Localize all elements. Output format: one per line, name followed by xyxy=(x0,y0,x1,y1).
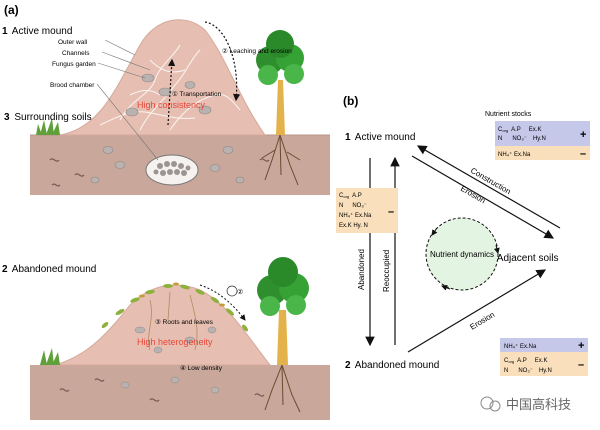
fungus-gardens xyxy=(90,73,245,184)
brood-chamber-label: Brood chamber xyxy=(50,82,95,89)
leaf-litter xyxy=(101,284,248,332)
grass-left xyxy=(36,118,60,135)
svg-text:NH₄⁺ Ex.Na: NH₄⁺ Ex.Na xyxy=(504,343,537,350)
panel-b-label: (b) xyxy=(343,94,358,108)
high-heterogeneity-label: High heterogeneity xyxy=(137,337,213,347)
abandoned-mound-title: 2 Abandoned mound xyxy=(2,264,96,275)
tree-top xyxy=(256,30,304,186)
svg-text:+: + xyxy=(580,129,586,141)
active-mound-body xyxy=(59,19,266,136)
fungus-garden-label: Fungus garden xyxy=(52,61,96,68)
surrounding-soils-title: 3 Surrounding soils xyxy=(4,112,92,123)
abandoned-arrow-label: Abandoned xyxy=(357,249,366,290)
active-mound-illustration xyxy=(30,19,330,195)
outer-wall-label: Outer wall xyxy=(58,39,88,46)
active-mound-title: 1 Active mound xyxy=(2,26,72,37)
nutrient-dynamics-label: Nutrient dynamics xyxy=(430,250,494,259)
node-abandoned-mound: 2 Abandoned mound xyxy=(345,360,439,371)
node-active-mound: 1 Active mound xyxy=(345,132,415,143)
svg-text:–: – xyxy=(388,206,394,218)
svg-text:NH₄⁺ Ex.Na: NH₄⁺ Ex.Na xyxy=(498,151,531,158)
reoccupied-label: Reoccupied xyxy=(382,250,391,292)
svg-text:Ex.K Hy. N: Ex.K Hy. N xyxy=(339,223,368,229)
brood-chamber xyxy=(145,154,199,186)
nutrient-dynamics-cycle xyxy=(425,217,500,291)
circle-2-label: ② xyxy=(237,288,243,296)
svg-text:–: – xyxy=(578,359,584,371)
high-consistency-label: High consistency xyxy=(137,100,206,110)
roots-leaves-label: ③ Roots and leaves xyxy=(155,318,214,326)
watermark: 中国高科技 xyxy=(480,396,571,412)
erosion-top-label: Erosion xyxy=(459,184,487,205)
svg-text:–: – xyxy=(580,148,586,160)
tree-bottom xyxy=(257,257,309,413)
channels-label: Channels xyxy=(62,50,90,57)
channels-network xyxy=(99,44,241,131)
roots-inside xyxy=(148,291,198,351)
svg-text:NH₄⁺ Ex.Na: NH₄⁺ Ex.Na xyxy=(339,212,372,219)
leaching-label: ② Leaching and erosion xyxy=(222,47,292,55)
abandoned-mound-illustration xyxy=(30,257,330,420)
low-density-label: ④ Low density xyxy=(180,364,223,372)
nutrient-stocks-title: Nutrient stocks xyxy=(485,111,532,118)
svg-text:+: + xyxy=(578,340,584,352)
panel-a-label: (a) xyxy=(4,3,19,17)
watermark-text: 中国高科技 xyxy=(506,397,571,412)
transportation-label: ① Transportation xyxy=(172,90,222,98)
